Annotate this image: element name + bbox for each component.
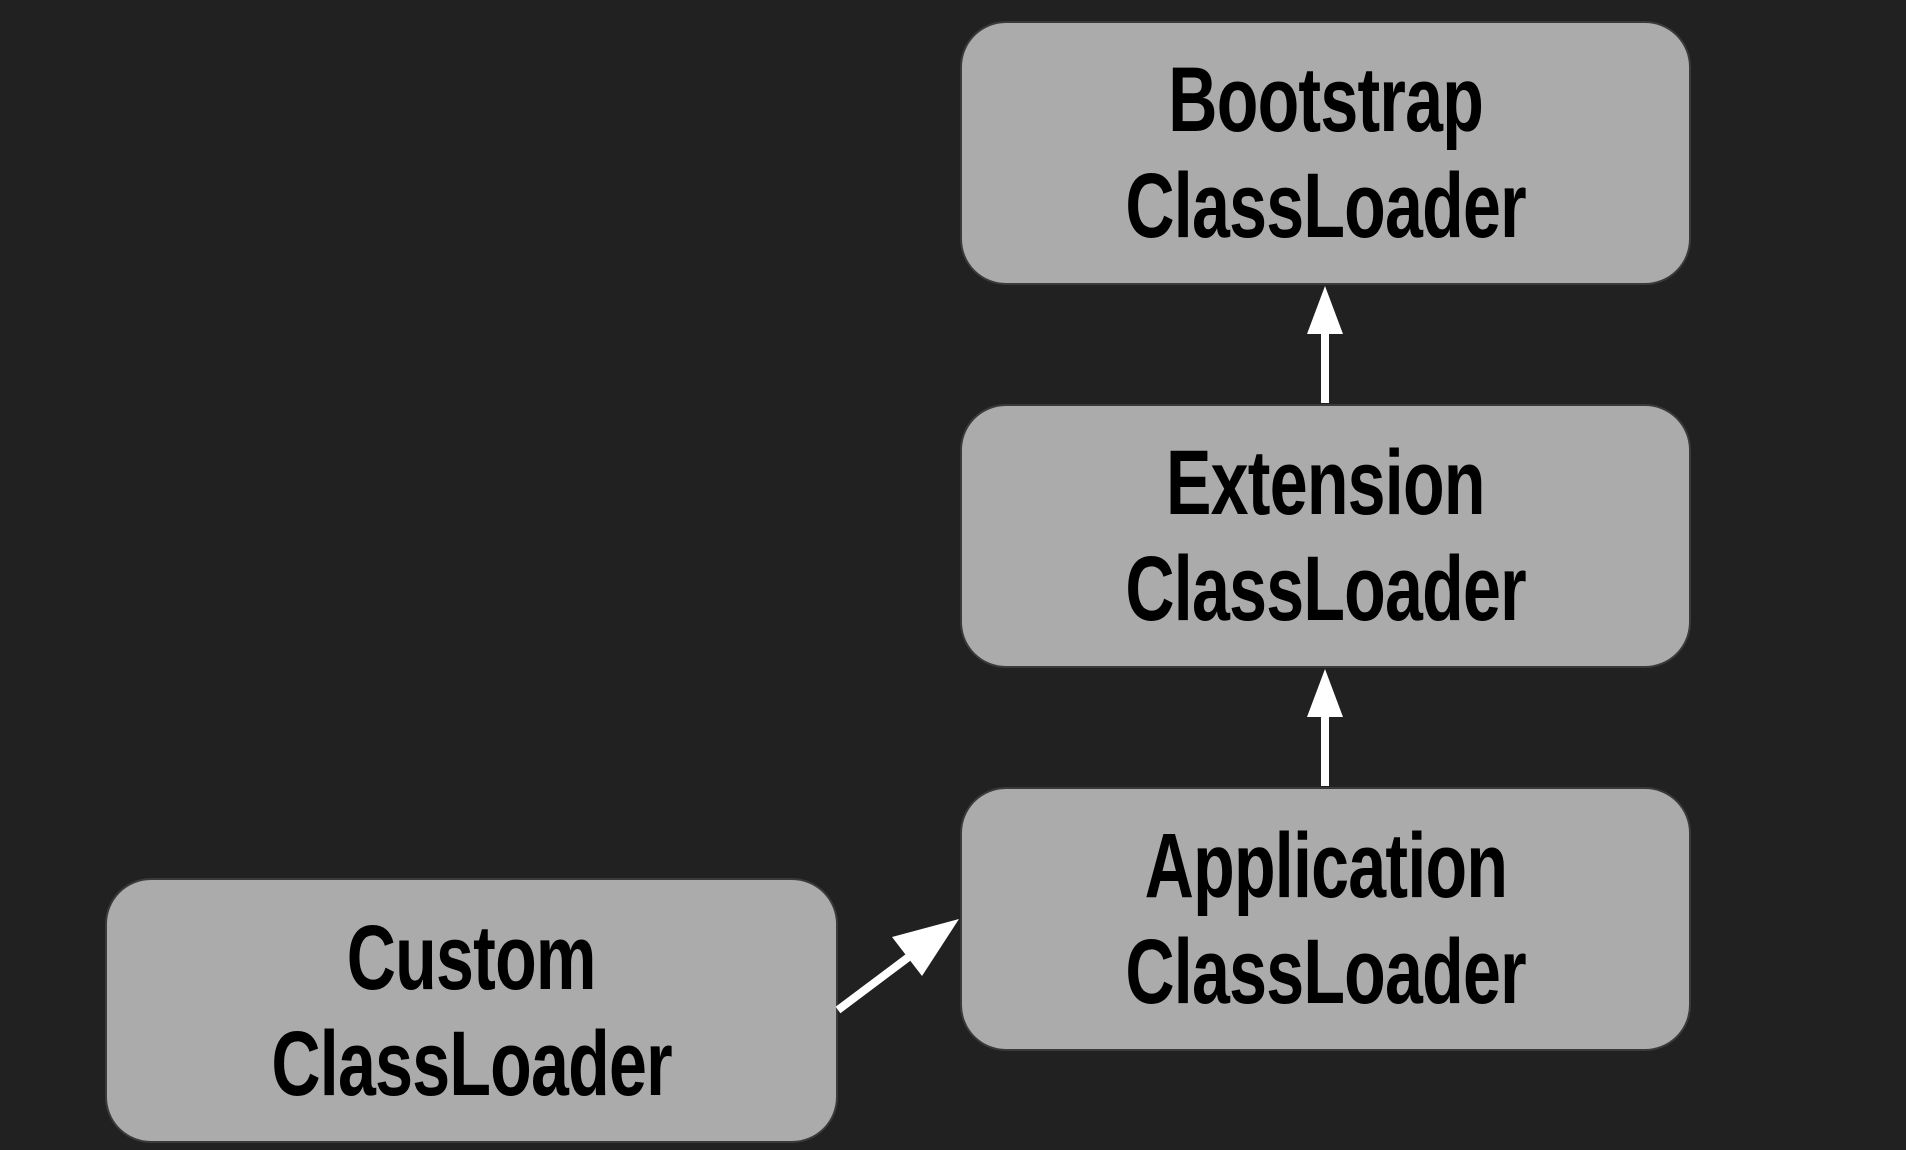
- custom-classloader-node: Custom ClassLoader: [105, 878, 838, 1143]
- bootstrap-node-subtitle: ClassLoader: [1125, 155, 1526, 257]
- application-node-subtitle: ClassLoader: [1125, 921, 1526, 1023]
- bootstrap-node-title: Bootstrap: [1168, 49, 1484, 151]
- application-node-title: Application: [1144, 815, 1507, 917]
- arrow-application-to-extension: [1307, 669, 1343, 786]
- extension-node-title: Extension: [1166, 432, 1485, 534]
- application-classloader-node: Application ClassLoader: [960, 787, 1691, 1051]
- custom-node-subtitle: ClassLoader: [271, 1012, 672, 1115]
- arrow-extension-to-bootstrap: [1307, 286, 1343, 403]
- bootstrap-classloader-node: Bootstrap ClassLoader: [960, 21, 1691, 285]
- custom-node-title: Custom: [347, 906, 597, 1009]
- extension-classloader-node: Extension ClassLoader: [960, 404, 1691, 668]
- extension-node-subtitle: ClassLoader: [1125, 538, 1526, 640]
- arrow-custom-to-application: [835, 919, 959, 1014]
